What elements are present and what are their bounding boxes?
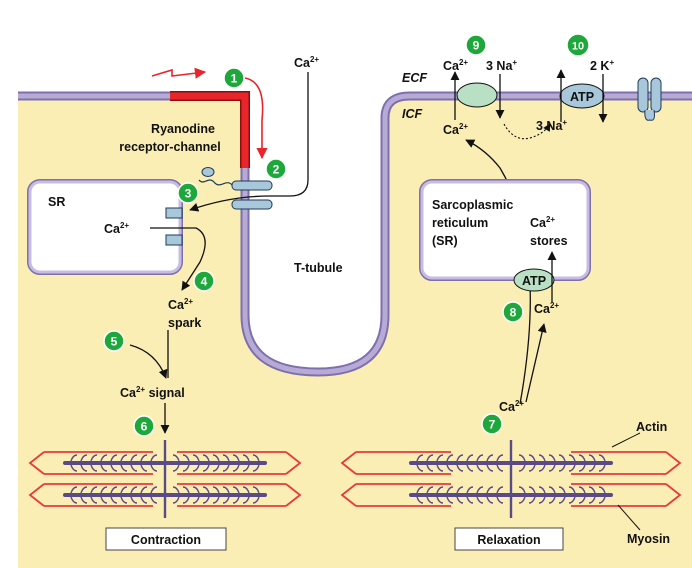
dhp-coupling-link <box>198 179 233 186</box>
dhp-receptor-upper <box>231 180 273 191</box>
ca-entry-arrow <box>189 72 309 212</box>
serca-atpase <box>513 268 555 292</box>
na-icf-label: 3 Na+ <box>536 118 567 133</box>
sarcomere-relaxation <box>340 440 682 518</box>
relax-to-serca-arrow <box>525 323 547 403</box>
action-potential-arrow <box>244 77 268 160</box>
svg-text:1: 1 <box>231 72 238 86</box>
ecf-label: ECF <box>402 71 427 85</box>
myosin-leader <box>617 504 641 531</box>
k-ecf-label: 2 K+ <box>590 58 614 73</box>
t-tubule-label: T-tubule <box>294 261 343 275</box>
ca-serca-label: Ca2+ <box>534 301 559 316</box>
ca-sr-left-label: Ca2+ <box>104 221 129 236</box>
actin-label: Actin <box>636 420 667 434</box>
atp-sr-label: ATP <box>522 274 546 288</box>
atp-pump-label: ATP <box>570 90 594 104</box>
ca-ecf-exchanger-label: Ca2+ <box>443 58 468 73</box>
step-badge-7: 7 <box>481 413 503 435</box>
step-badge-3: 3 <box>177 182 199 204</box>
relaxation-label: Relaxation <box>477 533 540 547</box>
svg-text:5: 5 <box>111 335 118 349</box>
ryanodine-label-2: receptor-channel <box>119 140 220 154</box>
svg-text:9: 9 <box>473 39 480 53</box>
spark-merge-left <box>129 344 168 379</box>
contraction-label: Contraction <box>131 533 201 547</box>
ca-relax-label: Ca2+ <box>499 399 524 414</box>
step-badge-9: 9 <box>465 34 487 56</box>
svg-text:2: 2 <box>273 163 280 177</box>
ryanodine-receptor-upper <box>165 207 183 219</box>
step-badge-2: 2 <box>265 158 287 180</box>
actin-leader <box>611 432 641 448</box>
dhp-receptor-lower <box>231 199 273 210</box>
ca-signal-label: Ca2+ signal <box>120 385 185 400</box>
svg-text:4: 4 <box>201 275 208 289</box>
step-badge-10: 10 <box>566 33 590 57</box>
sr-left-label: SR <box>48 195 65 209</box>
membrane-channel-protein <box>637 77 662 121</box>
svg-text:6: 6 <box>141 420 148 434</box>
ca-spark-label: Ca2+ <box>168 297 193 312</box>
ryanodine-label-1: Ryanodine <box>151 122 215 136</box>
icf-label: ICF <box>402 107 423 121</box>
action-potential-lightning <box>151 67 207 79</box>
step-badge-4: 4 <box>193 270 215 292</box>
step-badge-5: 5 <box>103 330 125 352</box>
step-badge-8: 8 <box>502 301 524 323</box>
contraction-box <box>105 527 227 551</box>
sarcomere-contraction <box>28 440 302 518</box>
dhp-voltage-sensor <box>201 167 215 177</box>
ca-icf-exchanger-label: Ca2+ <box>443 122 468 137</box>
na-ecf-label: 3 Na+ <box>486 58 517 73</box>
svg-text:10: 10 <box>572 41 584 53</box>
ryanodine-receptor-lower <box>165 234 183 246</box>
svg-text:3: 3 <box>185 187 192 201</box>
na-shuttle-arrow <box>503 123 551 140</box>
svg-text:8: 8 <box>510 306 517 320</box>
svg-text:7: 7 <box>489 418 496 432</box>
sarco-label-3: (SR) <box>432 234 458 248</box>
relaxation-box <box>454 527 564 551</box>
na-ca-exchanger <box>456 82 498 108</box>
sarco-label-2: reticulum <box>432 216 488 230</box>
ca-release-arrow <box>150 227 206 291</box>
step-badge-1: 1 <box>223 67 245 89</box>
ca-stores-label: Ca2+ <box>530 215 555 230</box>
spark-label: spark <box>168 316 201 330</box>
ca-ecf-tubule-label: Ca2+ <box>294 55 319 70</box>
na-k-atpase <box>559 83 605 109</box>
stores-label: stores <box>530 234 568 248</box>
sarco-label-1: Sarcoplasmic <box>432 198 513 212</box>
step-badge-6: 6 <box>133 415 155 437</box>
myosin-label: Myosin <box>627 532 670 546</box>
